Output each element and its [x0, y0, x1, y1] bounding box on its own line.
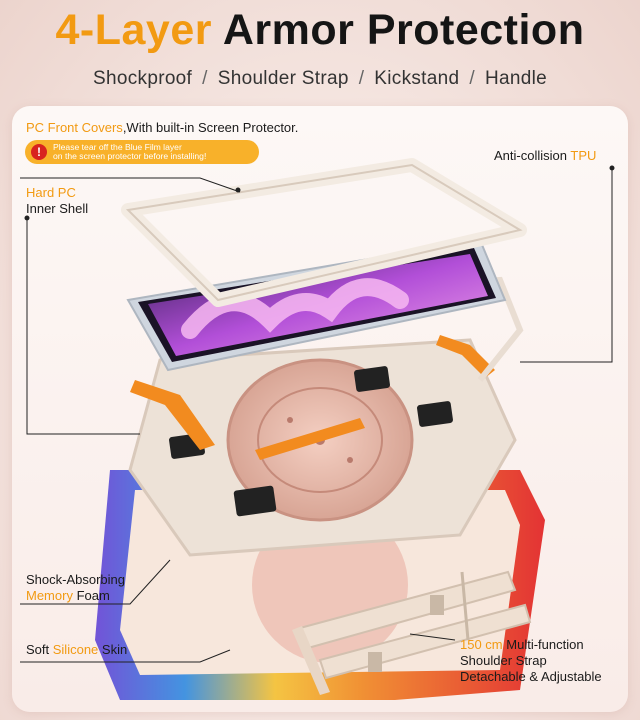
warning-icon: ! — [31, 144, 47, 160]
hard-pc-accent: Hard PC — [26, 185, 76, 200]
foam-accent: Memory — [26, 588, 73, 603]
pc-front-cover — [121, 158, 527, 307]
strap-line-2: Shoulder Strap — [460, 653, 547, 668]
feature-item: Shockproof — [93, 68, 193, 89]
strap-rest: Multi-function — [506, 637, 584, 652]
silicone-rest: Skin — [101, 642, 128, 657]
warning-banner: ! Please tear off the Blue Film layer on… — [25, 140, 259, 164]
front-cover-label: PC Front Covers,With built-in Screen Pro… — [26, 120, 298, 136]
tpu-accent: TPU — [570, 148, 597, 163]
shoulder-strap — [292, 570, 532, 695]
warning-line-2: on the screen protector before installin… — [53, 151, 207, 161]
strap-accent: 150 cm — [460, 637, 503, 652]
page-title: 4-Layer Armor Protection — [0, 6, 640, 55]
feature-separator: / — [358, 68, 365, 89]
shoulder-strap-label: 150 cm Multi-function Shoulder Strap Det… — [460, 637, 602, 685]
feature-item: Kickstand — [374, 68, 460, 89]
feature-list: Shockproof / Shoulder Strap / Kickstand / Hand… — [0, 68, 640, 90]
warning-text: Please tear off the Blue Film layer on t… — [53, 141, 207, 162]
feature-item: Handle — [484, 68, 547, 89]
orange-handle-strap — [130, 335, 495, 460]
warning-line-1: Please tear off the Blue Film layer — [53, 141, 182, 152]
front-cover-accent: PC Front Covers — [26, 120, 123, 135]
memory-foam-label: Shock-Absorbing Memory Foam — [26, 572, 125, 604]
front-cover-rest: ,With built-in Screen Protector. — [122, 120, 299, 135]
silicone-prefix: Soft — [26, 642, 50, 657]
tpu-label: Anti-collision TPU — [494, 148, 596, 164]
feature-separator: / — [469, 68, 475, 89]
silicone-skin-label: Soft Silicone Skin — [26, 642, 127, 658]
foam-line-1: Shock-Absorbing — [26, 572, 125, 587]
feature-item: Shoulder Strap — [217, 68, 349, 89]
hard-pc-label: Hard PC Inner Shell — [26, 185, 88, 217]
foam-rest: Foam — [76, 588, 110, 603]
hard-pc-inner-shell — [128, 338, 517, 557]
hard-pc-rest: Inner Shell — [26, 201, 89, 216]
silicone-accent: Silicone — [52, 642, 99, 657]
title-rest: Armor Protection — [222, 6, 585, 54]
strap-line-3: Detachable & Adjustable — [460, 669, 602, 684]
title-accent: 4-Layer — [55, 6, 212, 54]
leader-lines — [20, 165, 615, 663]
feature-separator: / — [202, 68, 208, 89]
tpu-prefix: Anti-collision — [494, 148, 567, 163]
